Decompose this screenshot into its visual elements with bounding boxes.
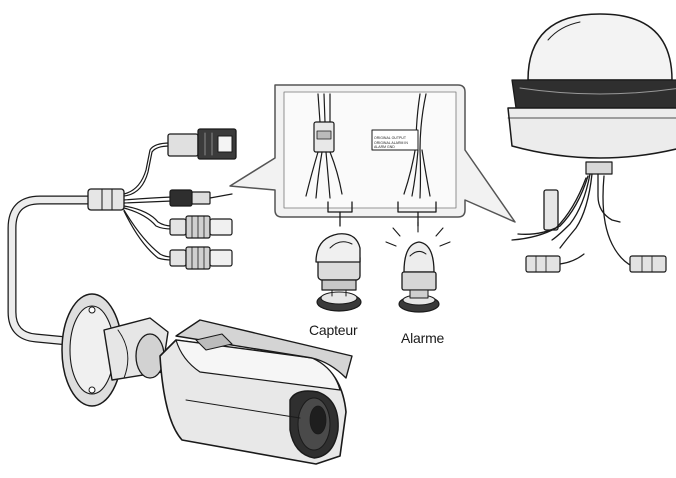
motion-sensor-icon	[315, 233, 362, 312]
alarm-wire-tag: ORIGINAL OUTPUT ORIGINAL ALARM IN ALARM …	[374, 136, 418, 150]
camera-cable	[7, 195, 97, 347]
sensor-label: Capteur	[309, 322, 358, 338]
breakout-wires	[123, 142, 173, 261]
tag-line: ORIGINAL OUTPUT	[374, 136, 406, 140]
wiring-callout	[229, 84, 516, 223]
dome-camera	[507, 13, 676, 175]
dome-cables	[511, 173, 633, 267]
bnc-connector-icon	[525, 253, 585, 273]
bnc-connector-icon	[169, 215, 233, 239]
cable-junction	[87, 188, 125, 211]
power-connector-icon	[629, 255, 667, 273]
sensor-wire-bundle	[305, 93, 343, 199]
bnc-connector-icon	[169, 246, 233, 270]
alarm-wire-bundle	[371, 93, 431, 199]
bullet-camera	[61, 293, 353, 465]
alarm-label: Alarme	[401, 330, 445, 346]
tag-line: ALARM GND	[374, 145, 395, 149]
tag-line: ORIGINAL ALARM IN	[374, 140, 408, 145]
rj45-connector-icon	[167, 128, 237, 160]
power-connector-icon	[169, 189, 233, 207]
alarm-light-icon	[385, 221, 451, 313]
